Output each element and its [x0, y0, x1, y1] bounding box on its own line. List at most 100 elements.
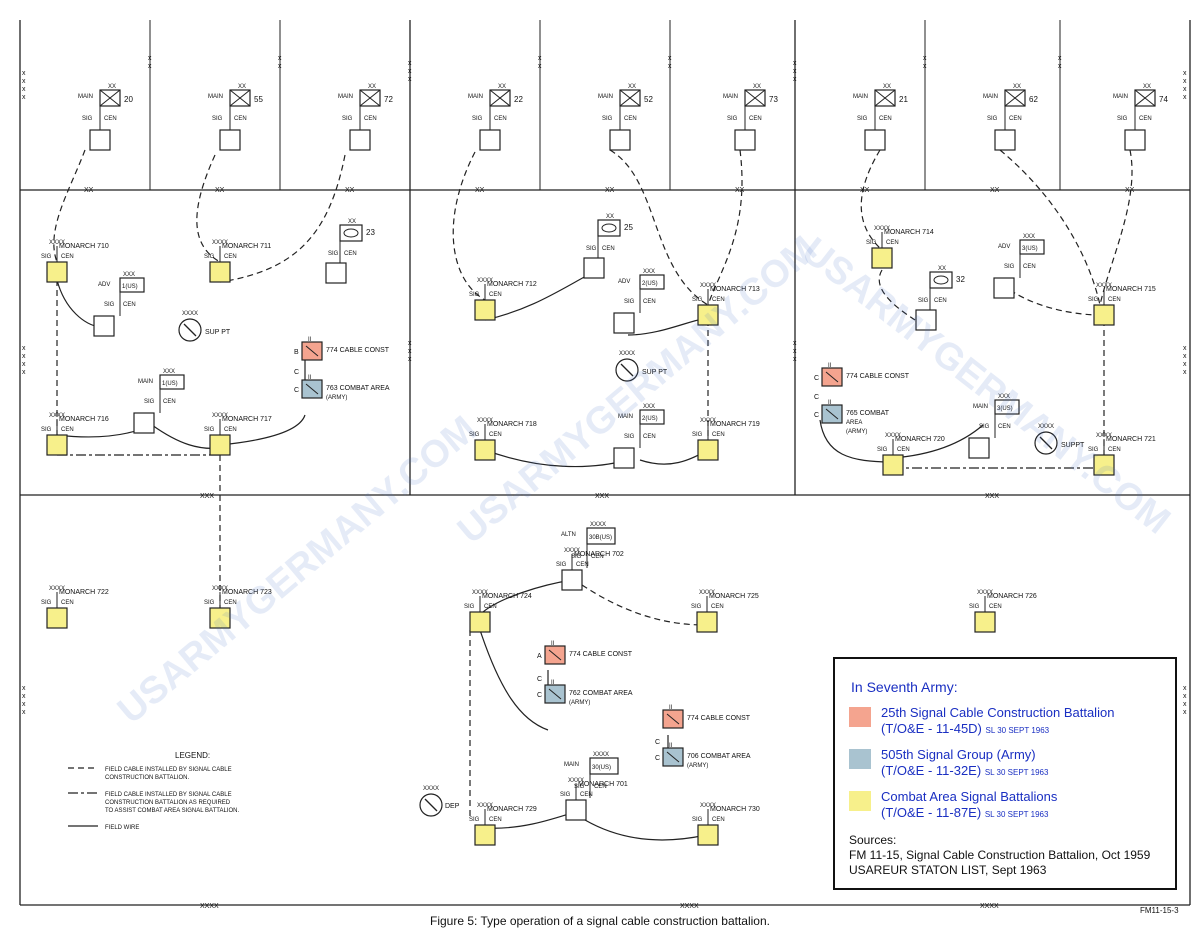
corps-label: 3(US)	[1022, 246, 1038, 252]
combat-sub: (ARMY)	[846, 429, 867, 435]
cen-label: CEN	[643, 299, 656, 305]
army-boundary-marker: x	[1183, 345, 1187, 352]
cen-label: CEN	[594, 784, 607, 790]
cen-label: CEN	[1108, 297, 1121, 303]
corps-marker: XXX	[985, 493, 999, 500]
key-entry-name: 505th Signal Group (Army)	[881, 747, 1036, 762]
source-item: FM 11-15, Signal Cable Construction Batt…	[849, 848, 1151, 862]
cable-name: 774 CABLE CONST	[569, 651, 633, 658]
division-hq-55	[229, 89, 251, 107]
corps-boundary-marker: x	[408, 348, 412, 355]
cable-line	[999, 149, 1101, 306]
legend-item: CONSTRUCTION BATTALION.	[105, 775, 189, 781]
company-letter: B	[294, 349, 299, 356]
cen-label: CEN	[489, 432, 502, 438]
echelon-label: II	[669, 743, 673, 749]
echelon-label: XXXX	[212, 413, 228, 419]
cen-label: CEN	[643, 434, 656, 440]
armored-oval	[933, 275, 949, 285]
corps-boundary-marker: x	[408, 68, 412, 75]
echelon-label: XXXX	[477, 803, 493, 809]
army-hq-symbol	[589, 757, 619, 775]
depot-slash	[424, 798, 438, 812]
corps-boundary-marker: x	[793, 60, 797, 67]
division-boundary-marker: x	[538, 63, 542, 70]
cable-line	[609, 149, 709, 306]
division-marker: XX	[345, 187, 355, 194]
cen-label: CEN	[364, 116, 377, 122]
cen-label: CEN	[576, 562, 589, 568]
division-cross	[99, 89, 121, 107]
division-hq-22	[489, 89, 511, 107]
cable-line	[196, 154, 221, 263]
division-cross	[489, 89, 511, 107]
division-cross	[1134, 89, 1156, 107]
army-hq-tag: ALTN	[561, 532, 576, 538]
army-boundary-marker: x	[1183, 353, 1187, 360]
echelon-label: XXXX	[700, 283, 716, 289]
army-boundary-marker: x	[1183, 693, 1187, 700]
echelon-label: XXXX	[1096, 283, 1112, 289]
sig-label: SIG	[104, 302, 115, 308]
corps-boundary-marker: x	[793, 340, 797, 347]
sig-label: SIG	[692, 297, 703, 303]
monarch-723-node	[209, 607, 231, 629]
legend-item: FIELD CABLE INSTALLED BY SIGNAL CABLE	[105, 767, 232, 773]
sources: Sources: FM 11-15, Signal Cable Construc…	[849, 833, 1161, 878]
division-hq-21	[874, 89, 896, 107]
echelon-label: XXX	[998, 394, 1010, 400]
armored-symbol-25	[597, 219, 621, 237]
main-tag: MAIN	[983, 94, 998, 100]
sig-label: SIG	[692, 817, 703, 823]
monarch-726: MONARCH 726	[987, 593, 1037, 600]
army-boundary-marker: x	[1183, 701, 1187, 708]
key-entry-sl: SL 30 SEPT 1963	[984, 810, 1049, 819]
supply-point-slash	[183, 323, 197, 337]
division-number: 73	[769, 95, 778, 104]
sig-label: SIG	[204, 600, 215, 606]
supply-point-label: SUPPT	[1061, 442, 1085, 449]
monarch-729-node	[474, 824, 496, 846]
cen-label: CEN	[897, 447, 910, 453]
key-entry-sl: SL 30 SEPT 1963	[985, 726, 1050, 735]
monarch-712-node	[474, 299, 496, 321]
armored-symbol-32	[929, 271, 953, 289]
monarch-720: MONARCH 720	[895, 436, 945, 443]
monarch-701: MONARCH 701	[578, 781, 628, 788]
cen-label: CEN	[711, 604, 724, 610]
monarch-718-node	[474, 439, 496, 461]
supply-point-label: SUP PT	[642, 369, 668, 376]
echelon-label: XX	[628, 84, 636, 90]
cen-label: CEN	[123, 302, 136, 308]
army-boundary-marker: x	[1183, 369, 1187, 376]
army-boundary-marker: x	[1183, 78, 1187, 85]
sig-label: SIG	[918, 298, 929, 304]
corps-boundary-marker: x	[793, 348, 797, 355]
echelon-label: XXX	[123, 272, 135, 278]
sig-label: SIG	[41, 600, 52, 606]
cable-name: 774 CABLE CONST	[846, 373, 910, 380]
cen-label: CEN	[712, 817, 725, 823]
sig-label: SIG	[464, 604, 475, 610]
echelon-label: XXXX	[568, 778, 584, 784]
echelon-label: II	[669, 705, 673, 711]
sig-cen-box	[734, 129, 756, 151]
monarch-730: MONARCH 730	[710, 806, 760, 813]
sig-label: SIG	[41, 427, 52, 433]
sig-cen-box	[613, 447, 635, 469]
sig-label: SIG	[472, 116, 483, 122]
echelon-label: XX	[1013, 84, 1021, 90]
division-hq-73	[744, 89, 766, 107]
main-tag: MAIN	[1113, 94, 1128, 100]
sig-cen-box	[219, 129, 241, 151]
army-boundary-marker: x	[1183, 94, 1187, 101]
division-boundary-marker: x	[278, 55, 282, 62]
division-number: 62	[1029, 95, 1038, 104]
combat-sub: AREA	[846, 420, 862, 426]
division-boundary-marker: x	[923, 63, 927, 70]
sig-cen-box	[613, 312, 635, 334]
cen-label: CEN	[591, 554, 604, 560]
signal-slash	[548, 688, 562, 700]
division-marker: XX	[735, 187, 745, 194]
cen-label: CEN	[61, 254, 74, 260]
